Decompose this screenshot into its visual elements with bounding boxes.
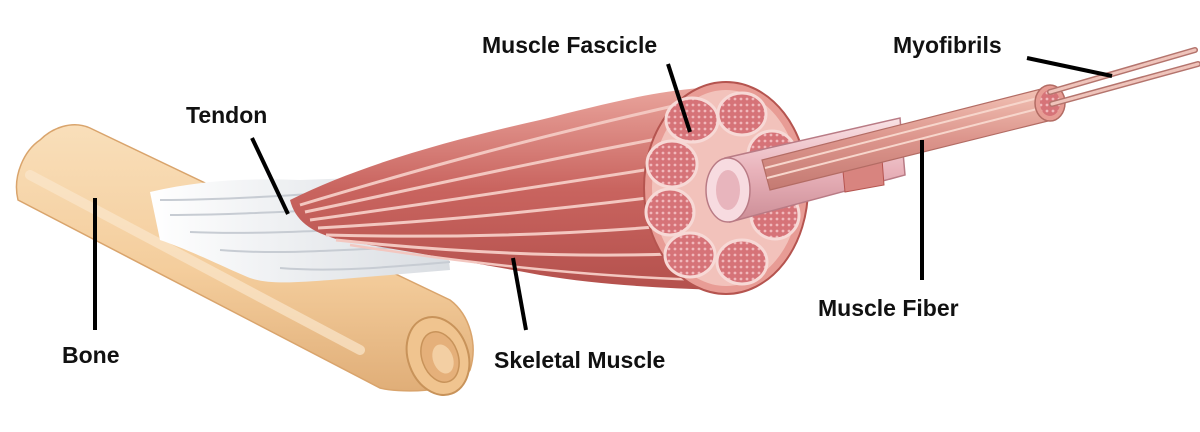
- leader-line-skeletal-muscle: [511, 257, 528, 331]
- leader-line-myofibrils: [1026, 56, 1113, 78]
- label-skeletal-muscle: Skeletal Muscle: [494, 347, 665, 373]
- label-muscle-fiber: Muscle Fiber: [818, 295, 959, 321]
- myofibril-bundle-illustration: [761, 47, 1200, 191]
- label-myofibrils: Myofibrils: [893, 32, 1002, 58]
- label-tendon: Tendon: [186, 102, 267, 128]
- label-muscle-fascicle: Muscle Fascicle: [482, 32, 657, 58]
- leader-line-tendon: [250, 137, 290, 215]
- label-bone: Bone: [62, 342, 120, 368]
- leader-line-muscle-fascicle: [666, 63, 692, 133]
